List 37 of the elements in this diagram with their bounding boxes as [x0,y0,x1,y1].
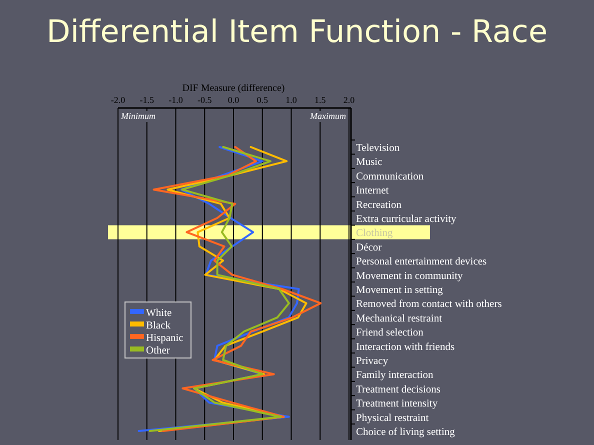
annotation-label: Minimum [121,111,156,121]
category-label: Personal entertainment devices [356,256,487,268]
tick-label: -1.0 [168,95,183,105]
category-label: Television [356,143,400,154]
tick-label: 1.0 [286,95,297,105]
category-label: Family interaction [356,370,434,382]
category-label: Mechanical restraint [356,313,442,324]
tick-label: 2.0 [343,95,355,105]
axis-title: DIF Measure (difference) [182,83,285,94]
category-label: Friend selection [356,328,424,339]
legend-label: Black [146,320,170,332]
category-label: Movement in community [356,270,463,282]
category-label: Recreation [356,200,402,211]
tick-label: 0.0 [228,95,240,105]
category-label: Interaction with friends [356,342,455,353]
legend-label: Hispanic [146,333,184,344]
tick-label: -2.0 [110,95,126,105]
slide-title: Differential Item Function - Race [45,14,549,50]
category-label: Internet [356,186,389,197]
tick-label: 0.5 [256,95,268,105]
category-label: Décor [356,242,382,254]
category-label: Treatment decisions [356,384,440,396]
tick-label: 1.5 [314,95,326,105]
category-label: Treatment intensity [356,398,438,410]
category-label: Removed from contact with others [356,299,502,310]
category-label: Physical restraint [356,412,429,424]
category-label: Movement in setting [356,285,443,296]
annotation-label: Maximum [310,111,346,121]
tick-label: -0.5 [198,95,212,105]
category-label: Extra curricular activity [356,214,456,225]
legend-label: Other [146,346,170,356]
tick-label: -1.5 [140,95,154,105]
category-label: Privacy [356,356,388,367]
category-label: Communication [356,171,424,182]
legend-label: White [146,308,172,319]
category-label: Music [356,157,382,168]
category-label: Choice of living setting [356,427,455,438]
